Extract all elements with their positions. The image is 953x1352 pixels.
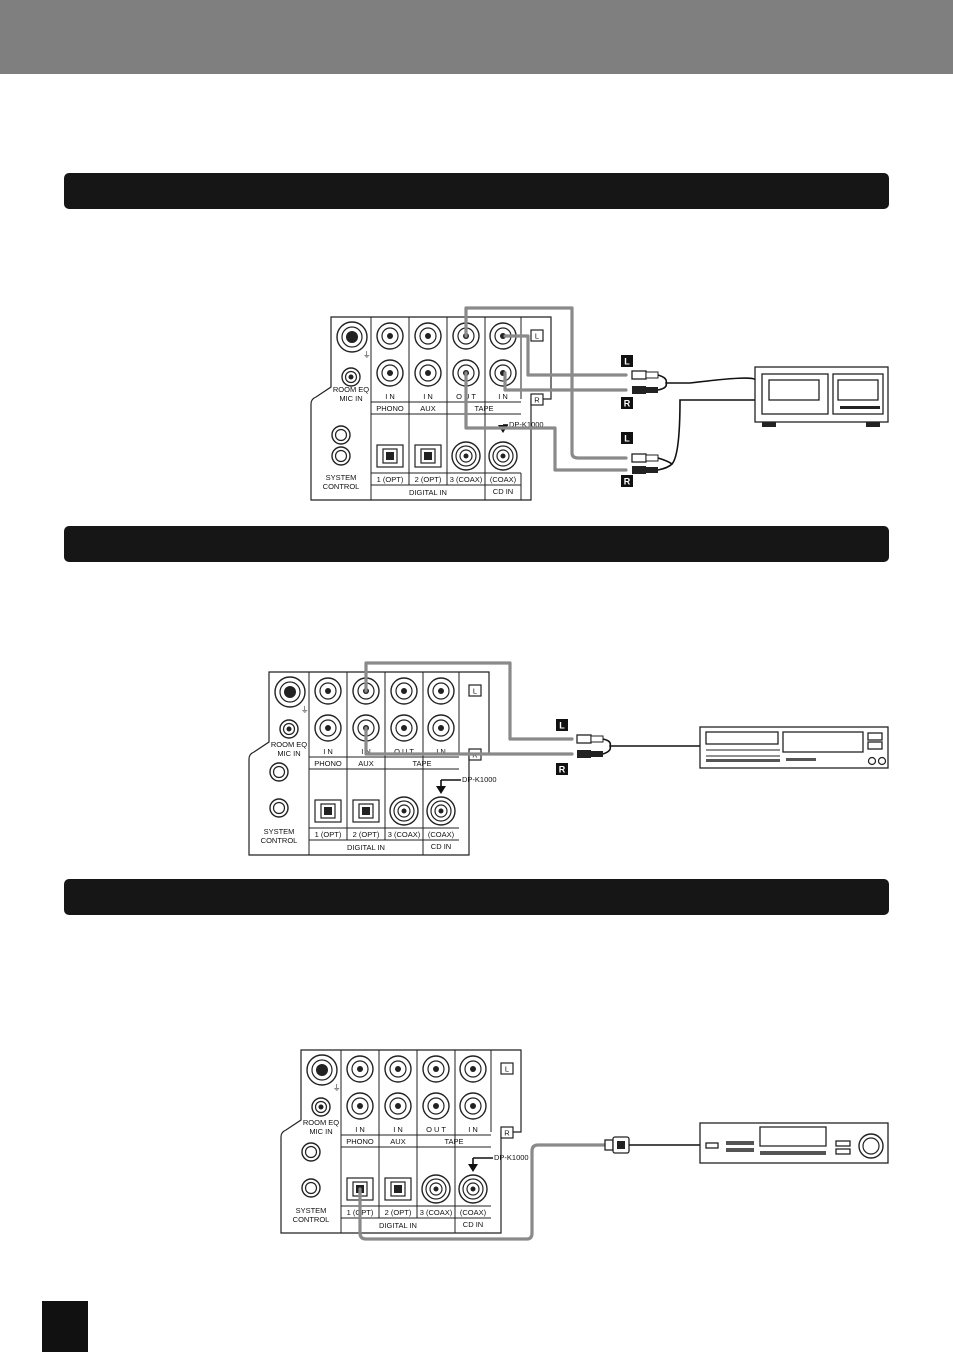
digital-3-coax-label: 3 (COAX) xyxy=(388,830,421,839)
tape-label: TAPE xyxy=(444,1137,463,1146)
system-label: SYSTEM xyxy=(264,827,295,836)
plug-labels: L R L R xyxy=(621,355,633,487)
plug-l-label: L xyxy=(624,357,630,367)
mic-in-label: MIC IN xyxy=(309,1127,332,1136)
r-mark: R xyxy=(504,1129,510,1138)
aux-in-label: I N xyxy=(423,392,433,401)
cd-in-label: CD IN xyxy=(431,842,451,851)
rear-panel: ⏚ ROOM EQ MIC IN I N I N O U T I N PHONO… xyxy=(310,316,552,501)
cables xyxy=(364,661,574,756)
phono-in-label: I N xyxy=(385,392,395,401)
phono-in-label: I N xyxy=(355,1125,365,1134)
page-number-tab xyxy=(42,1301,88,1352)
section-bar-2 xyxy=(64,526,889,562)
tape-label: TAPE xyxy=(412,759,431,768)
room-eq-label: ROOM EQ xyxy=(303,1118,339,1127)
dp-k1000-label: DP-K1000 xyxy=(494,1153,529,1162)
control-label: CONTROL xyxy=(261,836,298,845)
digital-1-opt-label: 1 (OPT) xyxy=(377,475,404,484)
optical-plug xyxy=(604,1136,700,1154)
rear-panel: ⏚ ROOM EQ MIC IN I N I N O U T I N PHONO… xyxy=(280,1049,529,1234)
digital-3-coax-label: 3 (COAX) xyxy=(420,1208,453,1217)
coax-label: (COAX) xyxy=(428,830,455,839)
l-mark: L xyxy=(505,1065,509,1074)
plug-r-label: R xyxy=(624,399,631,409)
rca-plug-pair xyxy=(576,734,700,758)
phono-label: PHONO xyxy=(346,1137,374,1146)
rear-panel: ⏚ ROOM EQ MIC IN I N I N O U T I N PHONO… xyxy=(248,671,497,856)
mic-in-label: MIC IN xyxy=(277,749,300,758)
plug-labels: L R xyxy=(556,719,568,775)
plug-l-label-2: L xyxy=(624,434,630,444)
control-label: CONTROL xyxy=(323,482,360,491)
aux-label: AUX xyxy=(358,759,373,768)
aux-connection-diagram: ⏚ ROOM EQ MIC IN I N I N O U T I N PHONO… xyxy=(248,661,889,856)
r-mark: R xyxy=(534,396,540,405)
tape-out-label: O U T xyxy=(426,1125,446,1134)
digital-3-coax-label: 3 (COAX) xyxy=(450,475,483,484)
system-label: SYSTEM xyxy=(326,473,357,482)
phono-label: PHONO xyxy=(314,759,342,768)
digital-1-opt-label: 1 (OPT) xyxy=(315,830,342,839)
digital-2-opt-label: 2 (OPT) xyxy=(353,830,380,839)
digital-in-label: DIGITAL IN xyxy=(409,488,447,497)
ground-mark: ⏚ xyxy=(363,350,371,359)
cd-in-label: CD IN xyxy=(463,1220,483,1229)
cd-in-label: CD IN xyxy=(493,487,513,496)
optical-cable xyxy=(358,1143,607,1241)
tape-deck-device xyxy=(754,366,889,427)
plug-r-label: R xyxy=(559,765,566,775)
rca-jack-row xyxy=(314,677,455,742)
aux-label: AUX xyxy=(390,1137,405,1146)
ground-mark: ⏚ xyxy=(333,1083,341,1092)
digital-2-opt-label: 2 (OPT) xyxy=(385,1208,412,1217)
coax-label: (COAX) xyxy=(460,1208,487,1217)
tape-out-label: O U T xyxy=(394,747,414,756)
dp-k1000-label: DP-K1000 xyxy=(509,420,544,429)
section-bar-1 xyxy=(64,173,889,209)
aux-label: AUX xyxy=(420,404,435,413)
rca-plug-pair-1 xyxy=(631,370,756,394)
tape-in-label: I N xyxy=(436,747,446,756)
room-eq-label: ROOM EQ xyxy=(333,385,369,394)
tape-deck-connection-diagram: ⏚ ROOM EQ MIC IN I N I N O U T I N PHONO… xyxy=(310,306,889,501)
l-mark: L xyxy=(535,332,539,341)
cables xyxy=(464,306,628,472)
room-eq-label: ROOM EQ xyxy=(271,740,307,749)
digital-in-label: DIGITAL IN xyxy=(379,1221,417,1230)
phono-in-label: I N xyxy=(323,747,333,756)
tape-in-label: I N xyxy=(498,392,508,401)
plug-r-label-2: R xyxy=(624,477,631,487)
control-label: CONTROL xyxy=(293,1215,330,1224)
aux-in-label: I N xyxy=(393,1125,403,1134)
mic-in-label: MIC IN xyxy=(339,394,362,403)
tape-label: TAPE xyxy=(474,404,493,413)
rca-jack-row xyxy=(346,1055,487,1120)
digital-in-label: DIGITAL IN xyxy=(347,843,385,852)
cd-player-device xyxy=(699,726,889,769)
dp-k1000-label: DP-K1000 xyxy=(462,775,497,784)
section-bar-3 xyxy=(64,879,889,915)
phono-label: PHONO xyxy=(376,404,404,413)
ground-mark: ⏚ xyxy=(301,705,309,714)
coax-label: (COAX) xyxy=(490,475,517,484)
rca-plug-pair-2 xyxy=(631,399,755,474)
plug-l-label: L xyxy=(559,721,565,731)
digital-optical-connection-diagram: ⏚ ROOM EQ MIC IN I N I N O U T I N PHONO… xyxy=(280,1049,889,1241)
system-label: SYSTEM xyxy=(296,1206,327,1215)
tape-in-label: I N xyxy=(468,1125,478,1134)
dvd-player-device xyxy=(699,1122,889,1164)
l-mark: L xyxy=(473,687,477,696)
digital-2-opt-label: 2 (OPT) xyxy=(415,475,442,484)
page-header-bar xyxy=(0,0,953,74)
